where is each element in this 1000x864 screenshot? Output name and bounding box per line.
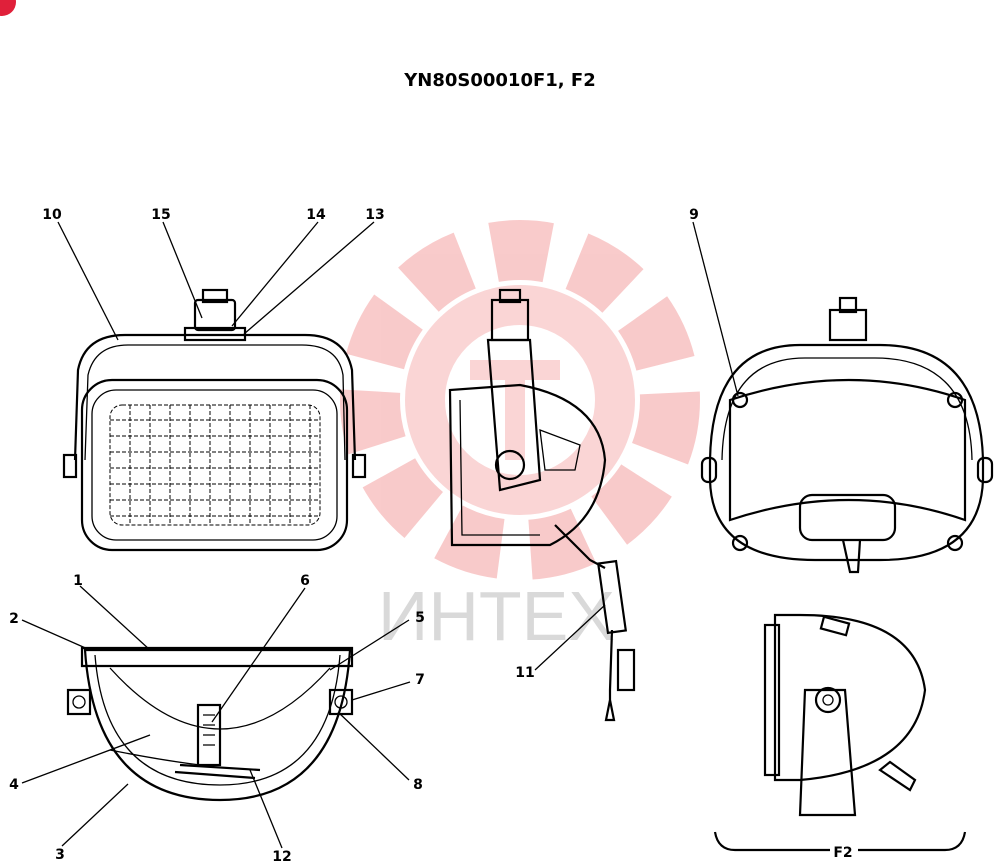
- rear-view-lamp: [700, 296, 994, 574]
- watermark-gear-logo: [340, 220, 700, 580]
- f2-variant-side-view: [713, 613, 967, 852]
- callout-14: 14: [306, 207, 326, 223]
- callout-2: 2: [9, 611, 19, 627]
- callout-3: 3: [55, 847, 65, 863]
- variant-label-f2: F2: [833, 845, 852, 861]
- callout-8: 8: [413, 777, 423, 793]
- callout-12: 12: [272, 849, 291, 864]
- callout-1: 1: [73, 573, 83, 589]
- watermark-text: ИНТЕХ: [378, 577, 615, 655]
- side-view-lamp: [448, 288, 636, 722]
- callout-4: 4: [9, 777, 19, 793]
- callout-6: 6: [300, 573, 310, 589]
- callout-9: 9: [689, 207, 699, 223]
- callout-11: 11: [515, 665, 534, 681]
- callout-5: 5: [415, 610, 425, 626]
- exploded-bottom-view: [66, 646, 354, 802]
- leader-lines: [21, 221, 739, 849]
- front-view-lamp: [62, 288, 367, 552]
- callout-13: 13: [365, 207, 384, 223]
- callout-10: 10: [42, 207, 62, 223]
- callout-7: 7: [415, 672, 425, 688]
- callout-labels: 10 15 14 13 9 1 2 3 4 5 6 7 8 12 11: [9, 207, 699, 864]
- corner-mark: [0, 0, 16, 16]
- diagram-title: YN80S00010F1, F2: [404, 70, 596, 91]
- callout-15: 15: [151, 207, 170, 223]
